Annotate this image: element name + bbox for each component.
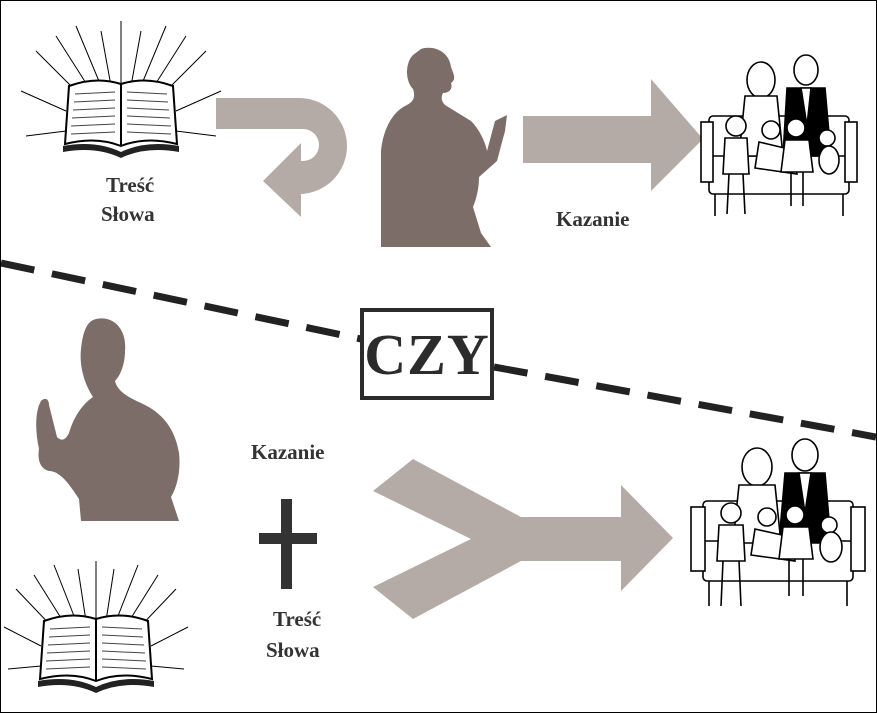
- bottom-source-label-line2: Słowa: [266, 638, 320, 662]
- bottom-sermon-label: Kazanie: [251, 440, 325, 464]
- bottom-source-label-line1: Treść: [273, 607, 322, 631]
- czy-box: CZY: [360, 308, 494, 400]
- top-output-label: Kazanie: [556, 207, 630, 231]
- top-source-label-line1: Treść: [106, 173, 155, 197]
- top-source-label-line2: Słowa: [101, 202, 155, 226]
